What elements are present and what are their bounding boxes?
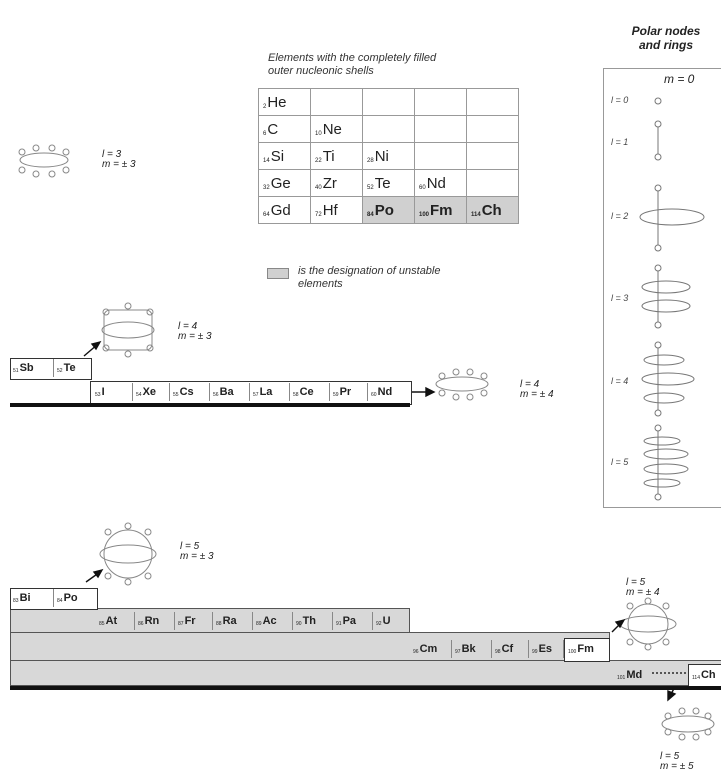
nucleus-sketch-icon xyxy=(435,368,489,401)
element-cell: 64Gd xyxy=(258,196,311,224)
element-cell: 99Es xyxy=(529,640,564,658)
polar-title: Polar nodes and rings xyxy=(631,24,701,52)
row6-baseline xyxy=(10,686,721,690)
element-cell: 52Te xyxy=(362,169,415,197)
element-cell: 54Xe xyxy=(133,383,170,401)
polar-l-label: l = 1 xyxy=(611,137,629,147)
element-cell: 101Md xyxy=(617,669,643,681)
arrow-icon xyxy=(83,340,102,357)
polar-l-label: l = 4 xyxy=(611,376,629,386)
row6-middle-band xyxy=(10,632,610,660)
polar-l-label: l = 3 xyxy=(611,293,629,303)
fm-box xyxy=(564,638,610,662)
element-cell: 88Ra xyxy=(213,612,253,630)
element-cell: 58Ce xyxy=(290,383,330,401)
element-cell: 84Po xyxy=(57,592,78,604)
element-cell: 83Bi xyxy=(10,589,54,607)
element-cell: 6C xyxy=(258,115,311,143)
node-l5 xyxy=(643,424,689,501)
element-cell-unstable: 114Ch xyxy=(466,196,519,224)
polar-nodes-drawing xyxy=(639,97,705,501)
polar-l-label: l = 2 xyxy=(611,211,629,221)
node-l1 xyxy=(654,120,662,161)
element-cell: 52Te xyxy=(57,362,76,374)
nucleus-sketch-icon xyxy=(99,522,157,586)
element-cell: 53I xyxy=(92,383,133,401)
table-row: 6C 10Ne xyxy=(258,115,519,143)
element-cell-unstable: 100Fm xyxy=(414,196,467,224)
element-cell: 97Bk xyxy=(452,640,492,658)
arrow-icon xyxy=(85,568,104,583)
gap-dots xyxy=(652,672,686,674)
element-cell: 10Ne xyxy=(310,115,363,143)
filled-shells-table: 2He 6C 10Ne 14Si 22Ti 28Ni 32Ge 40Zr 52T… xyxy=(258,88,519,224)
nucleus-sketch-icon xyxy=(661,707,715,741)
shell-table-caption: Elements with the completely filled oute… xyxy=(268,52,437,77)
element-cell: 59Pr xyxy=(330,383,368,401)
table-row: 14Si 22Ti 28Ni xyxy=(258,142,519,170)
element-cell: 85At xyxy=(96,612,135,630)
node-l3 xyxy=(641,264,691,329)
element-cell: 92U xyxy=(376,615,391,627)
polar-l-label: l = 5 xyxy=(611,457,629,467)
unstable-legend-text: is the designation of unstable elements xyxy=(298,265,441,290)
polar-nodes-panel xyxy=(603,68,721,508)
row5-baseline xyxy=(10,403,410,407)
element-cell: 87Fr xyxy=(175,612,213,630)
element-cell: 72Hf xyxy=(310,196,363,224)
node-l2 xyxy=(639,184,705,252)
element-cell: 14Si xyxy=(258,142,311,170)
element-cell: 56Ba xyxy=(210,383,250,401)
table-row: 64Gd 72Hf 84Po 100Fm 114Ch xyxy=(258,196,519,224)
row6-upper-band xyxy=(10,608,410,632)
element-cell: 55Cs xyxy=(170,383,210,401)
element-cell: 91Pa xyxy=(333,612,373,630)
unstable-legend-swatch xyxy=(267,268,289,279)
polar-l-label: l = 0 xyxy=(611,95,629,105)
nucleus-sketch-icon xyxy=(101,302,155,358)
nucleus-sketch-icon xyxy=(18,144,70,178)
element-cell-unstable: 84Po xyxy=(362,196,415,224)
element-cell: 98Cf xyxy=(492,640,529,658)
element-cell: 96Cm xyxy=(410,640,452,658)
element-cell: 60Nd xyxy=(371,386,393,398)
arrow-icon xyxy=(611,618,626,633)
element-cell: 90Th xyxy=(293,612,333,630)
node-l4 xyxy=(641,341,695,417)
element-cell: 57La xyxy=(250,383,290,401)
arrow-icon xyxy=(410,386,436,398)
row5-step-box xyxy=(10,358,92,380)
element-cell: 51Sb xyxy=(10,359,54,377)
element-cell: 114Ch xyxy=(692,669,716,681)
nucleus-sketch-icon xyxy=(619,597,677,651)
row6-lower-band xyxy=(10,660,721,686)
element-cell: 22Ti xyxy=(310,142,363,170)
element-cell: 86Rn xyxy=(135,612,175,630)
element-cell: 100Fm xyxy=(568,643,594,655)
node-l0 xyxy=(654,97,662,105)
row6-step-box xyxy=(10,588,98,610)
element-cell: 89Ac xyxy=(253,612,293,630)
polar-m-label: m = 0 xyxy=(664,72,695,86)
